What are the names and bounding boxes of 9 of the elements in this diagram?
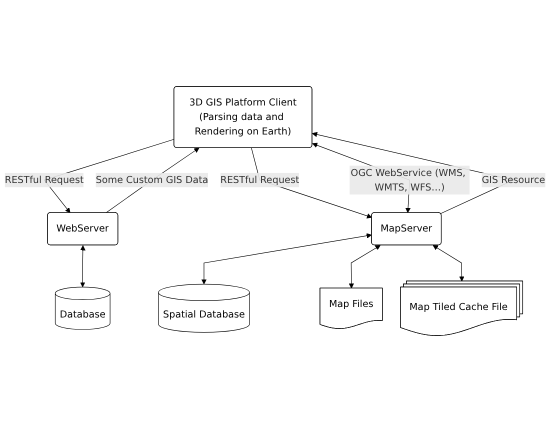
edge-label: OGC WebService (WMS, WMTS, WFS…) <box>350 166 466 193</box>
arrow <box>432 245 464 282</box>
edge-label: Some Custom GIS Data <box>96 174 208 186</box>
edge-label: RESTful Request <box>4 174 84 186</box>
arrow <box>201 233 372 284</box>
edge-label: GIS Resource <box>482 174 546 186</box>
arrow <box>348 245 381 289</box>
arrow <box>80 245 86 288</box>
edge-label: RESTful Request <box>220 174 300 186</box>
